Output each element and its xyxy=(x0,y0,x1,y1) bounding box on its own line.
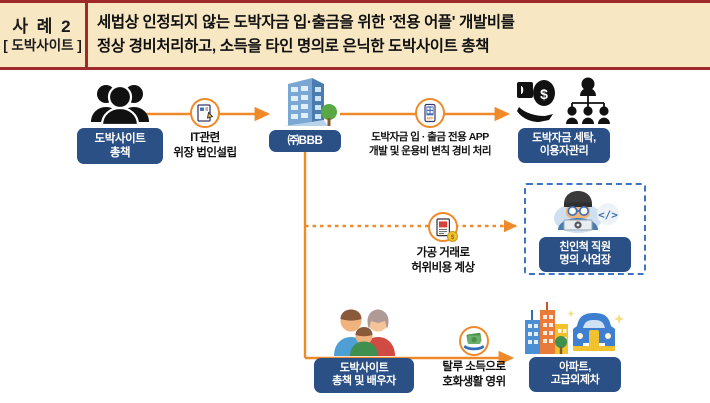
step-fake-trade-line-1: 가공 거래로 xyxy=(416,247,470,259)
apartment-car-icon xyxy=(510,302,640,356)
svg-text:$: $ xyxy=(451,235,455,241)
document-pen-icon-wrap xyxy=(148,96,262,128)
step-app-line-2: 개발 및 운용비 변칙 경비 처리 xyxy=(368,144,492,157)
family-icon xyxy=(305,308,423,356)
node-relative-business[interactable]: </> 친인척 직원 명의 사업장 xyxy=(528,188,642,272)
people-group-icon xyxy=(55,80,185,126)
step-app-line-1: 도박자금 입 · 출금 전용 APP xyxy=(371,131,489,143)
step-luxury-line-1: 탈루 소득으로 xyxy=(442,361,506,373)
svg-text:</>: </> xyxy=(598,209,618,222)
step-fake-trade-caption: 가공 거래로 허위비용 계상 xyxy=(385,246,501,276)
node-laundering-line-2: 이용자관리 xyxy=(539,145,589,158)
mobile-app-icon: APP xyxy=(415,98,445,128)
money-hand-icon xyxy=(459,326,489,356)
node-boss-and-spouse[interactable]: 도박사이트 총책 및 배우자 xyxy=(305,308,423,393)
case-description-line-2: 정상 경비처리하고, 소득을 타인 명의로 은닉한 도박사이트 총책 xyxy=(97,38,490,55)
node-luxury-assets[interactable]: 아파트, 고급외제차 xyxy=(510,302,640,392)
money-laundering-icon: $ xyxy=(500,76,628,126)
node-boss-spouse-line-1: 도박사이트 xyxy=(339,362,389,374)
node-boss-badge: 도박사이트 총책 xyxy=(77,128,163,165)
money-hand-icon-wrap xyxy=(418,324,530,356)
step-luxury-lifestyle[interactable]: 탈루 소득으로 호화생활 영위 xyxy=(418,324,530,390)
mobile-app-icon-wrap: APP xyxy=(348,96,512,128)
step-fake-trade-line-2: 허위비용 계상 xyxy=(411,261,475,274)
step-luxury-caption: 탈루 소득으로 호화생활 영위 xyxy=(418,360,530,390)
node-company-label: ㈜BBB xyxy=(287,135,323,147)
flow-diagram: 도박사이트 총책 IT관련 위장 법인설립 xyxy=(0,70,710,403)
case-description-line-1: 세법상 인정되지 않는 도박자금 입·출금을 위한 '전용 어플' 개발비를 xyxy=(97,14,515,32)
invoice-icon-wrap: $ xyxy=(385,208,501,242)
node-boss-label-line-1: 도박사이트 xyxy=(94,133,146,145)
node-company-bbb[interactable]: ㈜BBB xyxy=(258,76,352,153)
node-money-laundering[interactable]: $ 도박자금 세탁, 이용자관리 xyxy=(500,76,628,163)
step-shell-company-caption: IT관련 위장 법인설립 xyxy=(148,131,262,161)
office-building-icon xyxy=(258,76,352,128)
step-app-development[interactable]: APP 도박자금 입 · 출금 전용 APP 개발 및 운용비 변칙 경비 처리 xyxy=(348,96,512,158)
node-laundering-line-1: 도박자금 세탁, xyxy=(532,132,596,144)
case-tag: [ 도박사이트 ] xyxy=(3,38,82,54)
node-assets-line-1: 아파트, xyxy=(559,361,591,373)
node-company-badge: ㈜BBB xyxy=(269,130,341,153)
step-fake-transactions[interactable]: $ 가공 거래로 허위비용 계상 xyxy=(385,208,501,276)
case-number: 사 례 2 xyxy=(12,16,73,36)
node-relative-business-badge: 친인척 직원 명의 사업장 xyxy=(539,237,631,272)
step-shell-company-line-1: IT관련 xyxy=(190,132,220,144)
invoice-icon: $ xyxy=(428,212,458,242)
case-label-block: 사 례 2 [ 도박사이트 ] xyxy=(0,3,88,67)
step-shell-company-line-2: 위장 법인설립 xyxy=(173,146,237,159)
step-luxury-line-2: 호화생활 영위 xyxy=(442,375,506,388)
step-app-caption: 도박자금 입 · 출금 전용 APP 개발 및 운용비 변칙 경비 처리 xyxy=(348,131,512,158)
node-boss-spouse-badge: 도박사이트 총책 및 배우자 xyxy=(314,358,414,393)
node-laundering-badge: 도박자금 세탁, 이용자관리 xyxy=(518,128,610,163)
node-assets-badge: 아파트, 고급외제차 xyxy=(529,357,621,392)
case-header-banner: 사 례 2 [ 도박사이트 ] 세법상 인정되지 않는 도박자금 입·출금을 위… xyxy=(0,0,710,70)
developer-icon: </> xyxy=(528,188,642,236)
node-gambling-site-boss[interactable]: 도박사이트 총책 xyxy=(55,80,185,165)
node-boss-label-line-2: 총책 xyxy=(109,147,131,160)
svg-text:APP: APP xyxy=(427,117,435,121)
svg-text:$: $ xyxy=(540,86,548,102)
node-boss-spouse-line-2: 총책 및 배우자 xyxy=(332,375,396,388)
node-relative-business-line-1: 친인척 직원 xyxy=(559,241,611,253)
node-assets-line-2: 고급외제차 xyxy=(550,374,600,387)
document-pen-icon xyxy=(190,98,220,128)
case-description: 세법상 인정되지 않는 도박자금 입·출금을 위한 '전용 어플' 개발비를 정… xyxy=(88,3,710,67)
step-shell-company-setup[interactable]: IT관련 위장 법인설립 xyxy=(148,96,262,161)
node-relative-business-line-2: 명의 사업장 xyxy=(559,254,611,267)
